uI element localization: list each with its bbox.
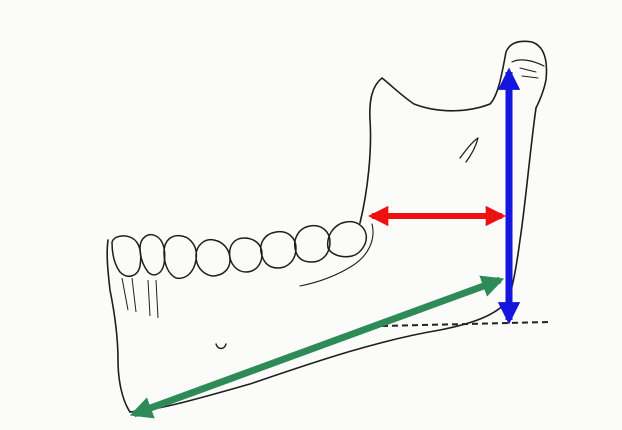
mandibular-body-length-arrow xyxy=(134,280,500,414)
tooth-incisor-central xyxy=(112,236,141,276)
tooth-incisor-lateral xyxy=(140,235,165,275)
tooth-molar-1 xyxy=(261,232,296,268)
mandible-outline xyxy=(107,41,546,412)
tooth-canine xyxy=(164,236,196,279)
tooth-premolar-2 xyxy=(230,238,262,272)
tooth-molar-3 xyxy=(328,222,367,257)
tooth-molar-2 xyxy=(295,226,330,262)
teeth-row xyxy=(112,222,366,318)
tooth-premolar-1 xyxy=(196,240,230,276)
reference-baseline xyxy=(382,322,550,326)
